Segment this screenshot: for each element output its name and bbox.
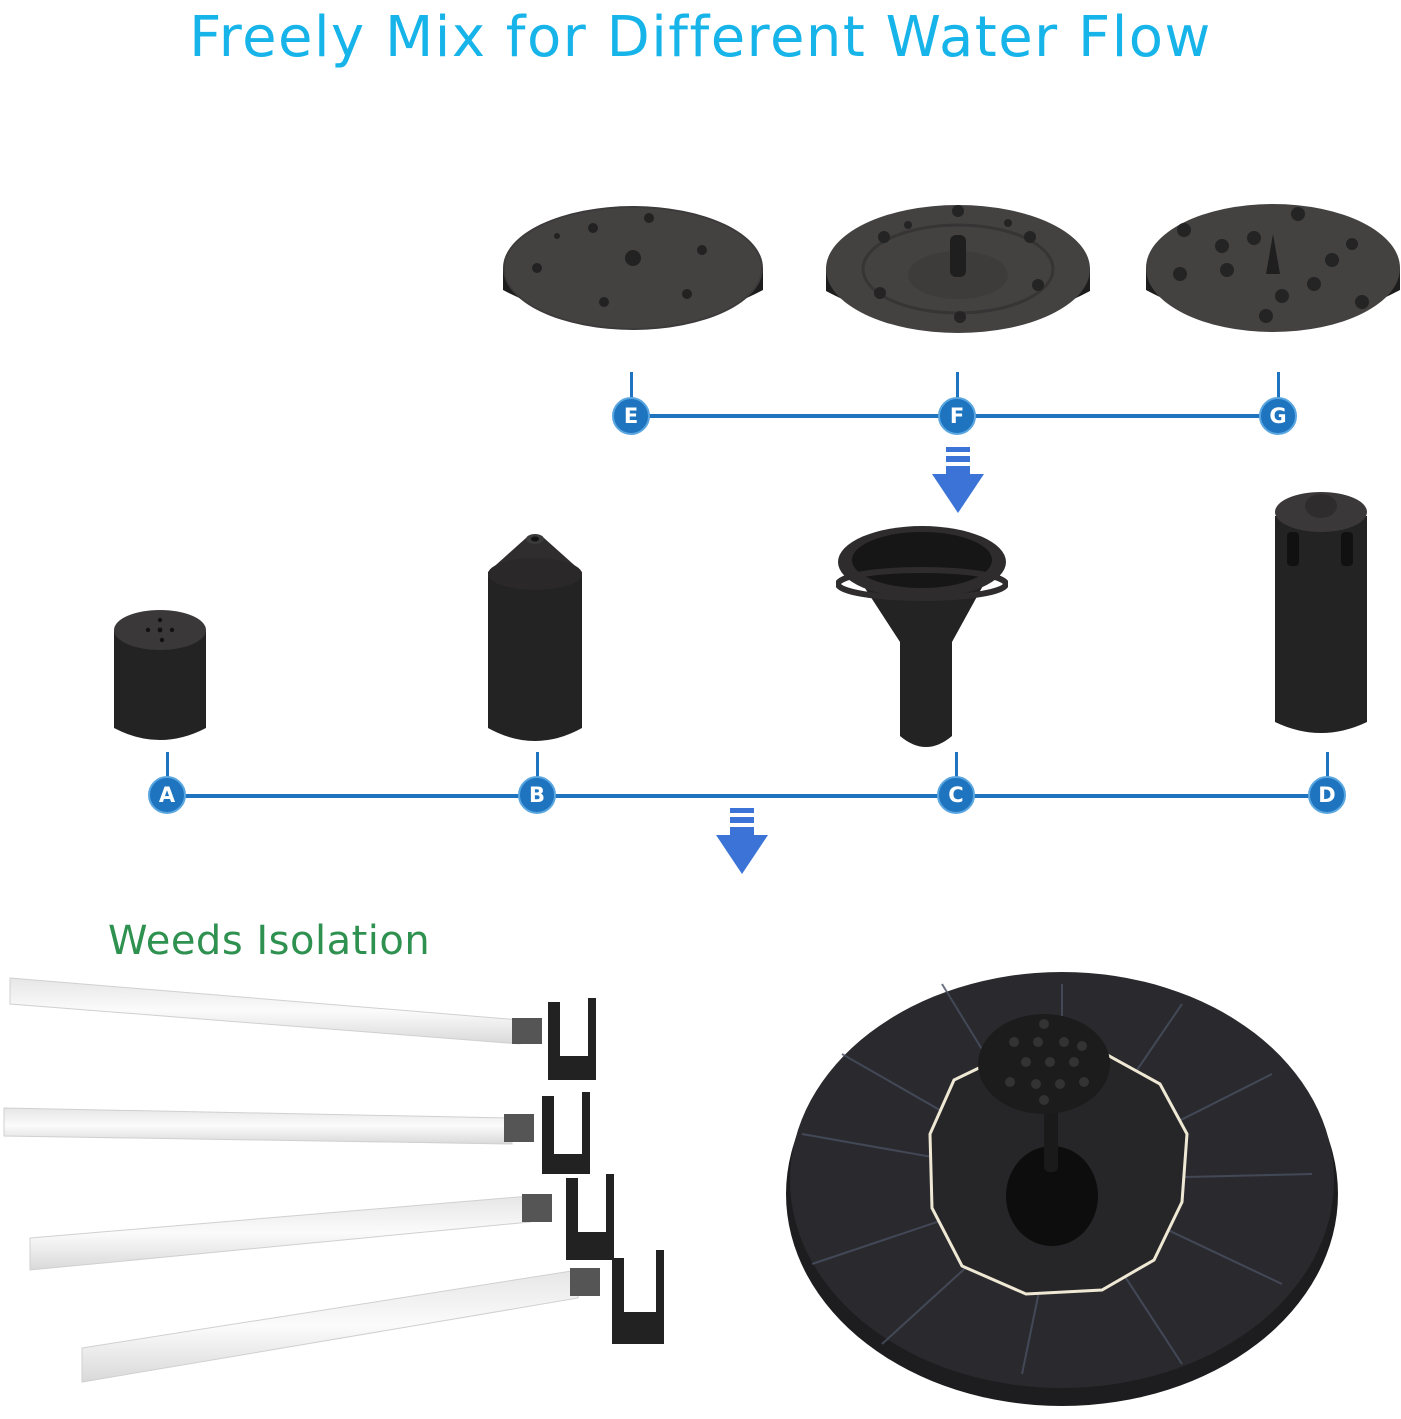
double-bar-down-arrow-icon xyxy=(716,808,768,878)
round-nozzle-f-icon xyxy=(826,205,1090,333)
nozzle-e-image xyxy=(497,198,769,338)
nozzle-a-image xyxy=(110,608,210,746)
nozzle-b-image xyxy=(482,532,588,746)
weed-isolation-stakes-image xyxy=(0,968,700,1408)
connector-tick-a xyxy=(166,752,169,782)
round-nozzle-g-icon xyxy=(1146,204,1400,332)
connector-tick-g xyxy=(1277,372,1280,402)
connector-tick-d xyxy=(1326,752,1329,782)
label-badge-a: A xyxy=(148,776,186,814)
nozzle-f-image xyxy=(820,195,1096,341)
middle-connector-line xyxy=(166,794,1328,798)
connector-tick-e xyxy=(630,372,633,402)
crown-nozzle-d-icon xyxy=(1275,492,1367,733)
double-bar-down-arrow-icon xyxy=(932,447,984,517)
solar-panel-fountain-icon xyxy=(786,972,1338,1406)
nozzle-g-image xyxy=(1142,196,1401,340)
label-badge-d: D xyxy=(1308,776,1346,814)
nozzle-d-image xyxy=(1271,486,1371,740)
label-badge-b: B xyxy=(518,776,556,814)
stakes-icon xyxy=(3,977,664,1383)
funnel-nozzle-c-icon xyxy=(836,526,1008,747)
weeds-isolation-label: Weeds Isolation xyxy=(108,918,431,964)
nozzle-c-image xyxy=(836,522,1008,754)
page-title: Freely Mix for Different Water Flow xyxy=(189,5,1212,70)
label-badge-e: E xyxy=(612,397,650,435)
connector-tick-f xyxy=(956,372,959,402)
label-badge-c: C xyxy=(937,776,975,814)
round-nozzle-e-icon xyxy=(503,206,763,330)
connector-tick-c xyxy=(955,752,958,782)
cap-nozzle-a-icon xyxy=(114,610,206,740)
connector-tick-b xyxy=(536,752,539,782)
label-badge-f: F xyxy=(938,397,976,435)
label-badge-g: G xyxy=(1259,397,1297,435)
cone-nozzle-b-icon xyxy=(488,534,582,741)
solar-fountain-image xyxy=(782,944,1342,1414)
